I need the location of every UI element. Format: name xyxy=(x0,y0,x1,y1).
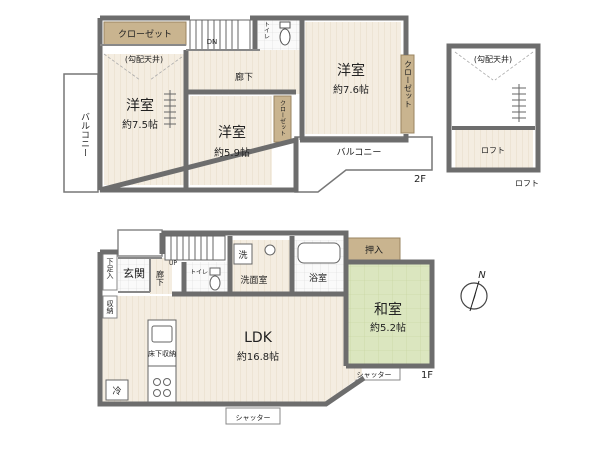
loft-plan xyxy=(446,43,541,173)
up-label: UP xyxy=(169,260,177,267)
stairs-1f xyxy=(164,235,226,261)
hallway-1f-floor xyxy=(150,258,172,294)
loft-floor-label: ロフト xyxy=(515,179,539,188)
shutter-right-label: シャッター xyxy=(357,370,392,379)
loft-slope-label: (勾配天井) xyxy=(474,54,512,64)
floor-2f-label: 2F xyxy=(414,174,426,185)
porch xyxy=(117,229,163,257)
ldk-floor xyxy=(102,296,362,402)
fridge-label: 冷 xyxy=(112,385,121,397)
slope-ceiling-label-2f: (勾配天井) xyxy=(125,54,163,64)
ldk-name: LDK xyxy=(244,330,273,346)
room-center-floor xyxy=(190,96,272,185)
walls-1f-thin xyxy=(118,257,162,293)
compass-north-label: N xyxy=(478,270,486,281)
toilet-2f-fixture xyxy=(279,21,291,46)
bath-fixtures xyxy=(209,242,341,291)
room-left-size: 約7.5帖 xyxy=(122,118,158,131)
floor-1f-label: 1F xyxy=(421,370,433,381)
walls-2f-thin xyxy=(100,44,260,51)
underfloor-storage-label: 床下収納 xyxy=(148,349,176,358)
toilet-1f-label: トイレ xyxy=(190,269,208,276)
balcony-bottom xyxy=(294,136,433,193)
storage-label: 収納 xyxy=(106,300,114,315)
tatami-floor xyxy=(346,262,430,366)
wash-label: 洗 xyxy=(238,249,247,261)
entrance-label: 玄関 xyxy=(123,266,145,280)
washroom-label: 洗面室 xyxy=(240,274,267,286)
closet-right-label: クローゼット xyxy=(404,60,413,108)
compass-icon xyxy=(460,280,488,312)
closet-small-label: クローゼット xyxy=(279,100,286,136)
room-center-size: 約5.9帖 xyxy=(214,146,250,159)
loft-room-label: ロフト xyxy=(481,146,505,155)
stairs-left-room xyxy=(164,90,176,128)
ldk-size: 約16.8帖 xyxy=(237,350,279,363)
shutter-bottom-label: シャッター xyxy=(236,413,271,422)
room-right-size: 約7.6帖 xyxy=(333,83,369,96)
japanese-room-size: 約5.2帖 xyxy=(370,321,406,334)
floor-2f xyxy=(63,15,433,193)
hallway-2f-label: 廊下 xyxy=(235,71,253,83)
room-left-name: 洋室 xyxy=(126,97,154,114)
storage-small xyxy=(102,295,118,319)
oshiire-label: 押入 xyxy=(365,244,383,256)
japanese-room-name: 和室 xyxy=(374,301,402,318)
toilet-2f-label: トイレ xyxy=(263,21,270,39)
room-left-floor xyxy=(104,54,186,185)
balcony-bottom-label: バルコニー xyxy=(337,147,382,158)
dn-label: DN xyxy=(207,38,218,46)
balcony-left-label: バルコニー xyxy=(79,112,90,157)
walls-2f xyxy=(97,15,409,193)
slope-lines-2f xyxy=(103,53,187,81)
hallway-2f-floor xyxy=(186,50,302,94)
shoe-storage-label: 下足入 xyxy=(106,258,114,279)
room-center-name: 洋室 xyxy=(218,124,246,141)
bathroom-label: 浴室 xyxy=(309,272,327,284)
closet-top-label: クローゼット xyxy=(118,28,172,40)
room-right-floor xyxy=(305,22,401,134)
walls-1f xyxy=(97,230,435,407)
balcony-left xyxy=(63,73,99,193)
toilet-1f-floor xyxy=(186,262,228,292)
entrance-floor xyxy=(118,258,150,292)
stairs-2f xyxy=(189,19,251,51)
hallway-1f-label: 廊下 xyxy=(156,269,165,287)
shutter-bottom-box xyxy=(225,407,281,425)
floor-1f xyxy=(97,229,435,425)
room-right-name: 洋室 xyxy=(337,62,365,79)
